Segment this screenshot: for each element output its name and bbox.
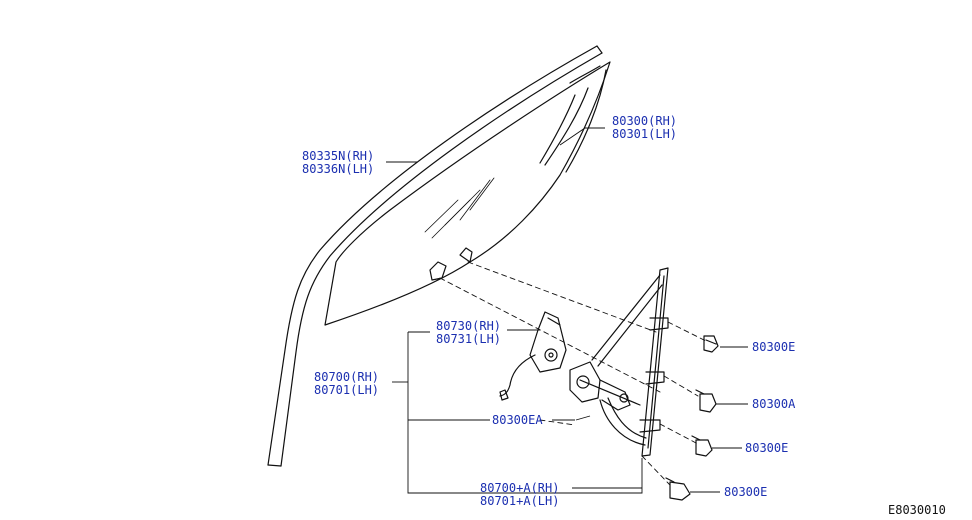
bolt-80300A: [695, 389, 717, 413]
callout-bolt-ea[interactable]: 80300EA: [492, 414, 543, 427]
callout-door-glass[interactable]: 80300(RH) 80301(LH): [612, 115, 677, 141]
motor-lh-label: 80731(LH): [436, 332, 502, 346]
leader-regulator-bracket: [407, 332, 643, 494]
bolt-a-label: 80300A: [752, 397, 796, 411]
regulator-asm-lh-label: 80701+A(LH): [480, 494, 560, 508]
glass-run-channel: [267, 45, 598, 466]
bolt-ea-label: 80300EA: [492, 413, 543, 427]
motor-body: [529, 311, 567, 373]
door-glass-rh-label: 80300(RH): [612, 114, 678, 128]
door-glass-lh-label: 80301(LH): [612, 127, 678, 141]
door-glass-outline: [324, 61, 611, 326]
callout-regulator[interactable]: 80700(RH) 80701(LH): [314, 371, 379, 397]
callout-regulator-asm[interactable]: 80700+A(RH) 80701+A(LH): [480, 482, 559, 508]
callout-bolt-a[interactable]: 80300A: [752, 398, 795, 411]
regulator-rail: [641, 267, 669, 457]
motor-rh-label: 80730(RH): [436, 319, 502, 333]
bolt-e3-label: 80300E: [724, 485, 768, 499]
callout-bolt-e3[interactable]: 80300E: [724, 486, 767, 499]
regulator-rh-label: 80700(RH): [314, 370, 380, 384]
bolt-e2-label: 80300E: [745, 441, 789, 455]
bolt-80300E-bottom: [665, 477, 691, 501]
callout-bolt-e2[interactable]: 80300E: [745, 442, 788, 455]
diagram-code: E8030010: [888, 503, 946, 517]
leader-door-glass: [559, 127, 605, 146]
bolt-80300E-mid: [691, 435, 713, 457]
bolt-80300E-top: [703, 335, 719, 353]
callout-bolt-e1[interactable]: 80300E: [752, 341, 795, 354]
regulator-asm-rh-label: 80700+A(RH): [480, 481, 560, 495]
callout-glass-run[interactable]: 80335N(RH) 80336N(LH): [302, 150, 374, 176]
glass-run-lh-label: 80336N(LH): [302, 162, 375, 176]
glass-run-channel-inner: [280, 52, 603, 467]
regulator-lh-label: 80701(LH): [314, 383, 380, 397]
bolt-e1-label: 80300E: [752, 340, 796, 354]
glass-run-rh-label: 80335N(RH): [302, 149, 375, 163]
callout-motor[interactable]: 80730(RH) 80731(LH): [436, 320, 501, 346]
